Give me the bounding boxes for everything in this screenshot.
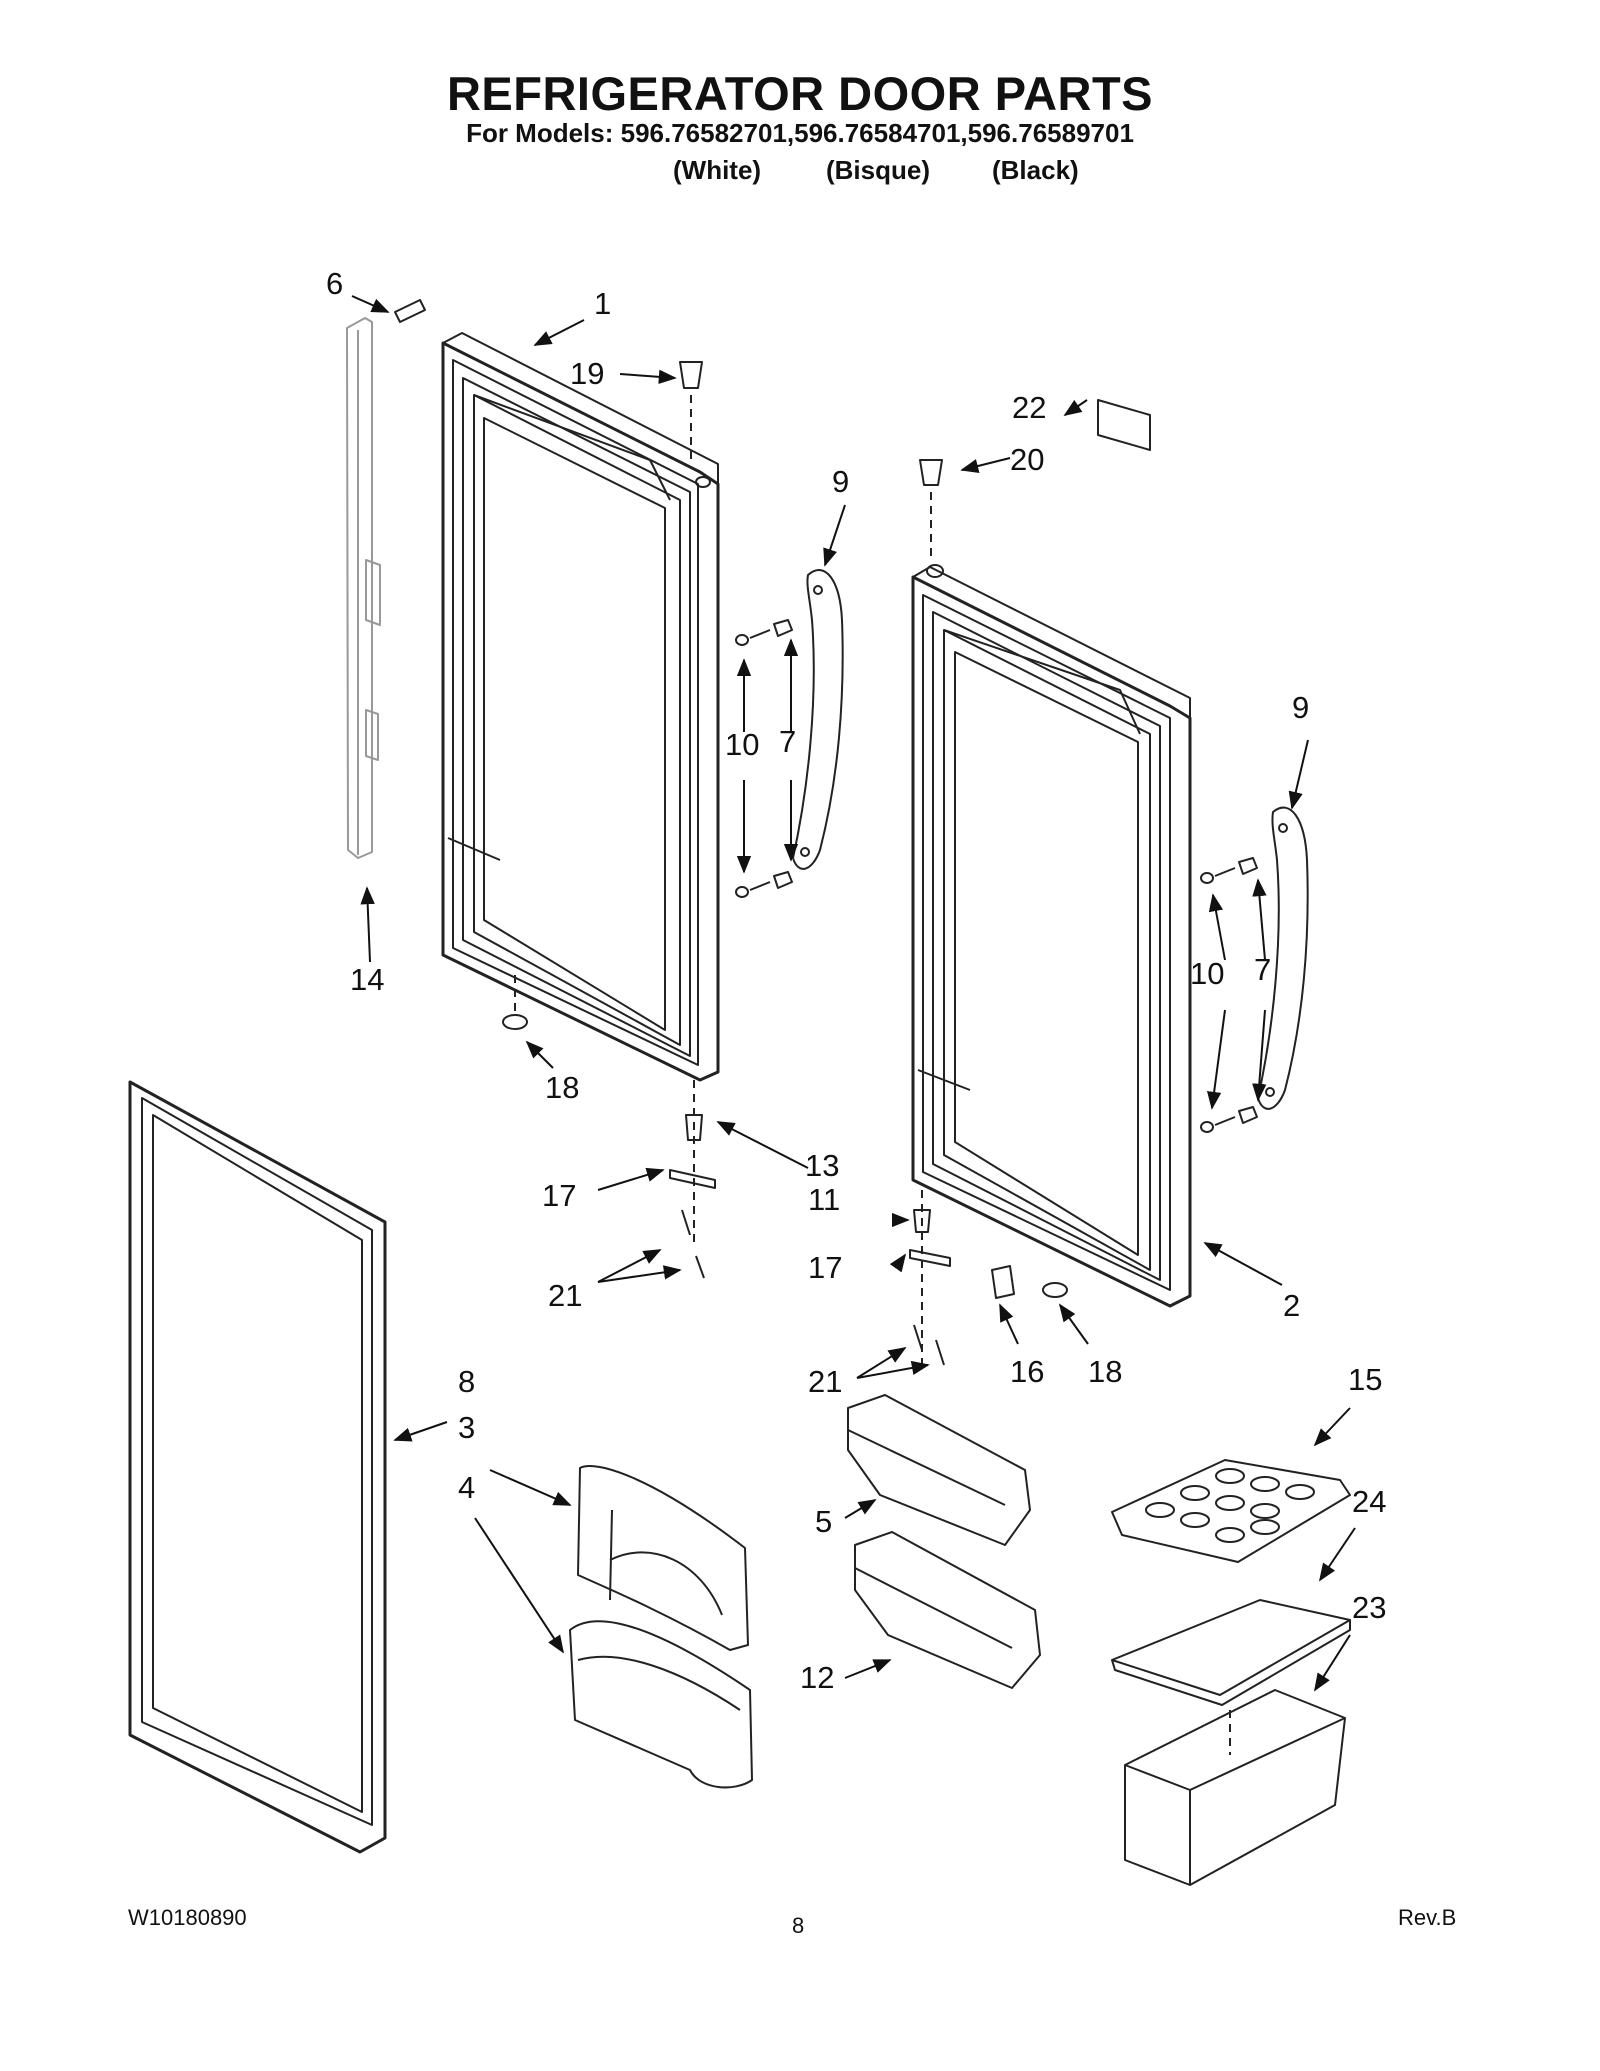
callout-14: 14 [350, 962, 384, 997]
callout-10a: 10 [725, 727, 759, 762]
left-door-part [441, 332, 720, 1082]
door-bin-part-12 [854, 1531, 1041, 1689]
bushing-right [1042, 1282, 1068, 1298]
trim-screw-part [394, 299, 426, 323]
callout-21b: 21 [808, 1364, 842, 1399]
utility-bin-part [1124, 1689, 1346, 1886]
callout-21a: 21 [548, 1278, 582, 1313]
door-gasket-part [128, 1080, 387, 1854]
callout-labels: 1 2 3 4 5 6 7 7 8 9 9 10 10 11 12 13 14 … [326, 266, 1386, 1695]
callout-6: 6 [326, 266, 343, 301]
page-title: REFRIGERATOR DOOR PARTS [446, 67, 1154, 120]
callout-17b: 17 [808, 1250, 842, 1285]
callout-7b: 7 [1254, 952, 1271, 987]
callout-18a: 18 [545, 1070, 579, 1105]
callout-7a: 7 [779, 724, 796, 759]
page-number: 8 [792, 1913, 805, 1938]
callout-8: 8 [458, 1364, 475, 1399]
callout-19: 19 [570, 356, 604, 391]
variant-white: (White) [673, 155, 762, 185]
callout-22: 22 [1012, 390, 1046, 425]
hinge-bushing-top-left [679, 361, 703, 465]
dairy-bin-part [569, 1620, 753, 1789]
label-part [1097, 399, 1151, 451]
callout-4: 4 [458, 1470, 475, 1505]
bottom-hinge-parts-left [669, 1080, 716, 1279]
callout-11: 11 [808, 1182, 840, 1217]
callout-2: 2 [1283, 1288, 1300, 1323]
handle-screws [735, 619, 1258, 1133]
callout-5: 5 [815, 1504, 832, 1539]
bin-lid-part [1111, 1599, 1351, 1706]
bushing-left [502, 1014, 528, 1030]
door-bin-part-5 [847, 1394, 1031, 1546]
dairy-door-part [577, 1465, 749, 1651]
right-door-part [911, 564, 1192, 1308]
callout-17a: 17 [542, 1178, 576, 1213]
leader-arrows [351, 295, 1356, 1692]
door-trim-part [346, 317, 381, 859]
variant-bisque: (Bisque) [826, 155, 930, 185]
callout-13: 13 [805, 1148, 839, 1183]
callout-12: 12 [800, 1660, 834, 1695]
document-number: W10180890 [128, 1905, 247, 1930]
hinge-bushing-top-right [919, 459, 943, 560]
callout-18b: 18 [1088, 1354, 1122, 1389]
model-list: For Models: 596.76582701,596.76584701,59… [466, 118, 1134, 148]
variant-black: (Black) [992, 155, 1079, 185]
callout-9b: 9 [1292, 690, 1309, 725]
bottom-hinge-parts-right [909, 1190, 1015, 1370]
egg-tray-part [1111, 1459, 1351, 1563]
callout-1: 1 [594, 286, 611, 321]
callout-15: 15 [1348, 1362, 1382, 1397]
handle-part-left [792, 569, 844, 870]
callout-10b: 10 [1190, 956, 1224, 991]
revision-label: Rev.B [1398, 1905, 1457, 1930]
callout-9a: 9 [832, 464, 849, 499]
callout-24: 24 [1352, 1484, 1386, 1519]
callout-20: 20 [1010, 442, 1044, 477]
callout-23: 23 [1352, 1590, 1386, 1625]
callout-16: 16 [1010, 1354, 1044, 1389]
callout-3: 3 [458, 1410, 475, 1445]
